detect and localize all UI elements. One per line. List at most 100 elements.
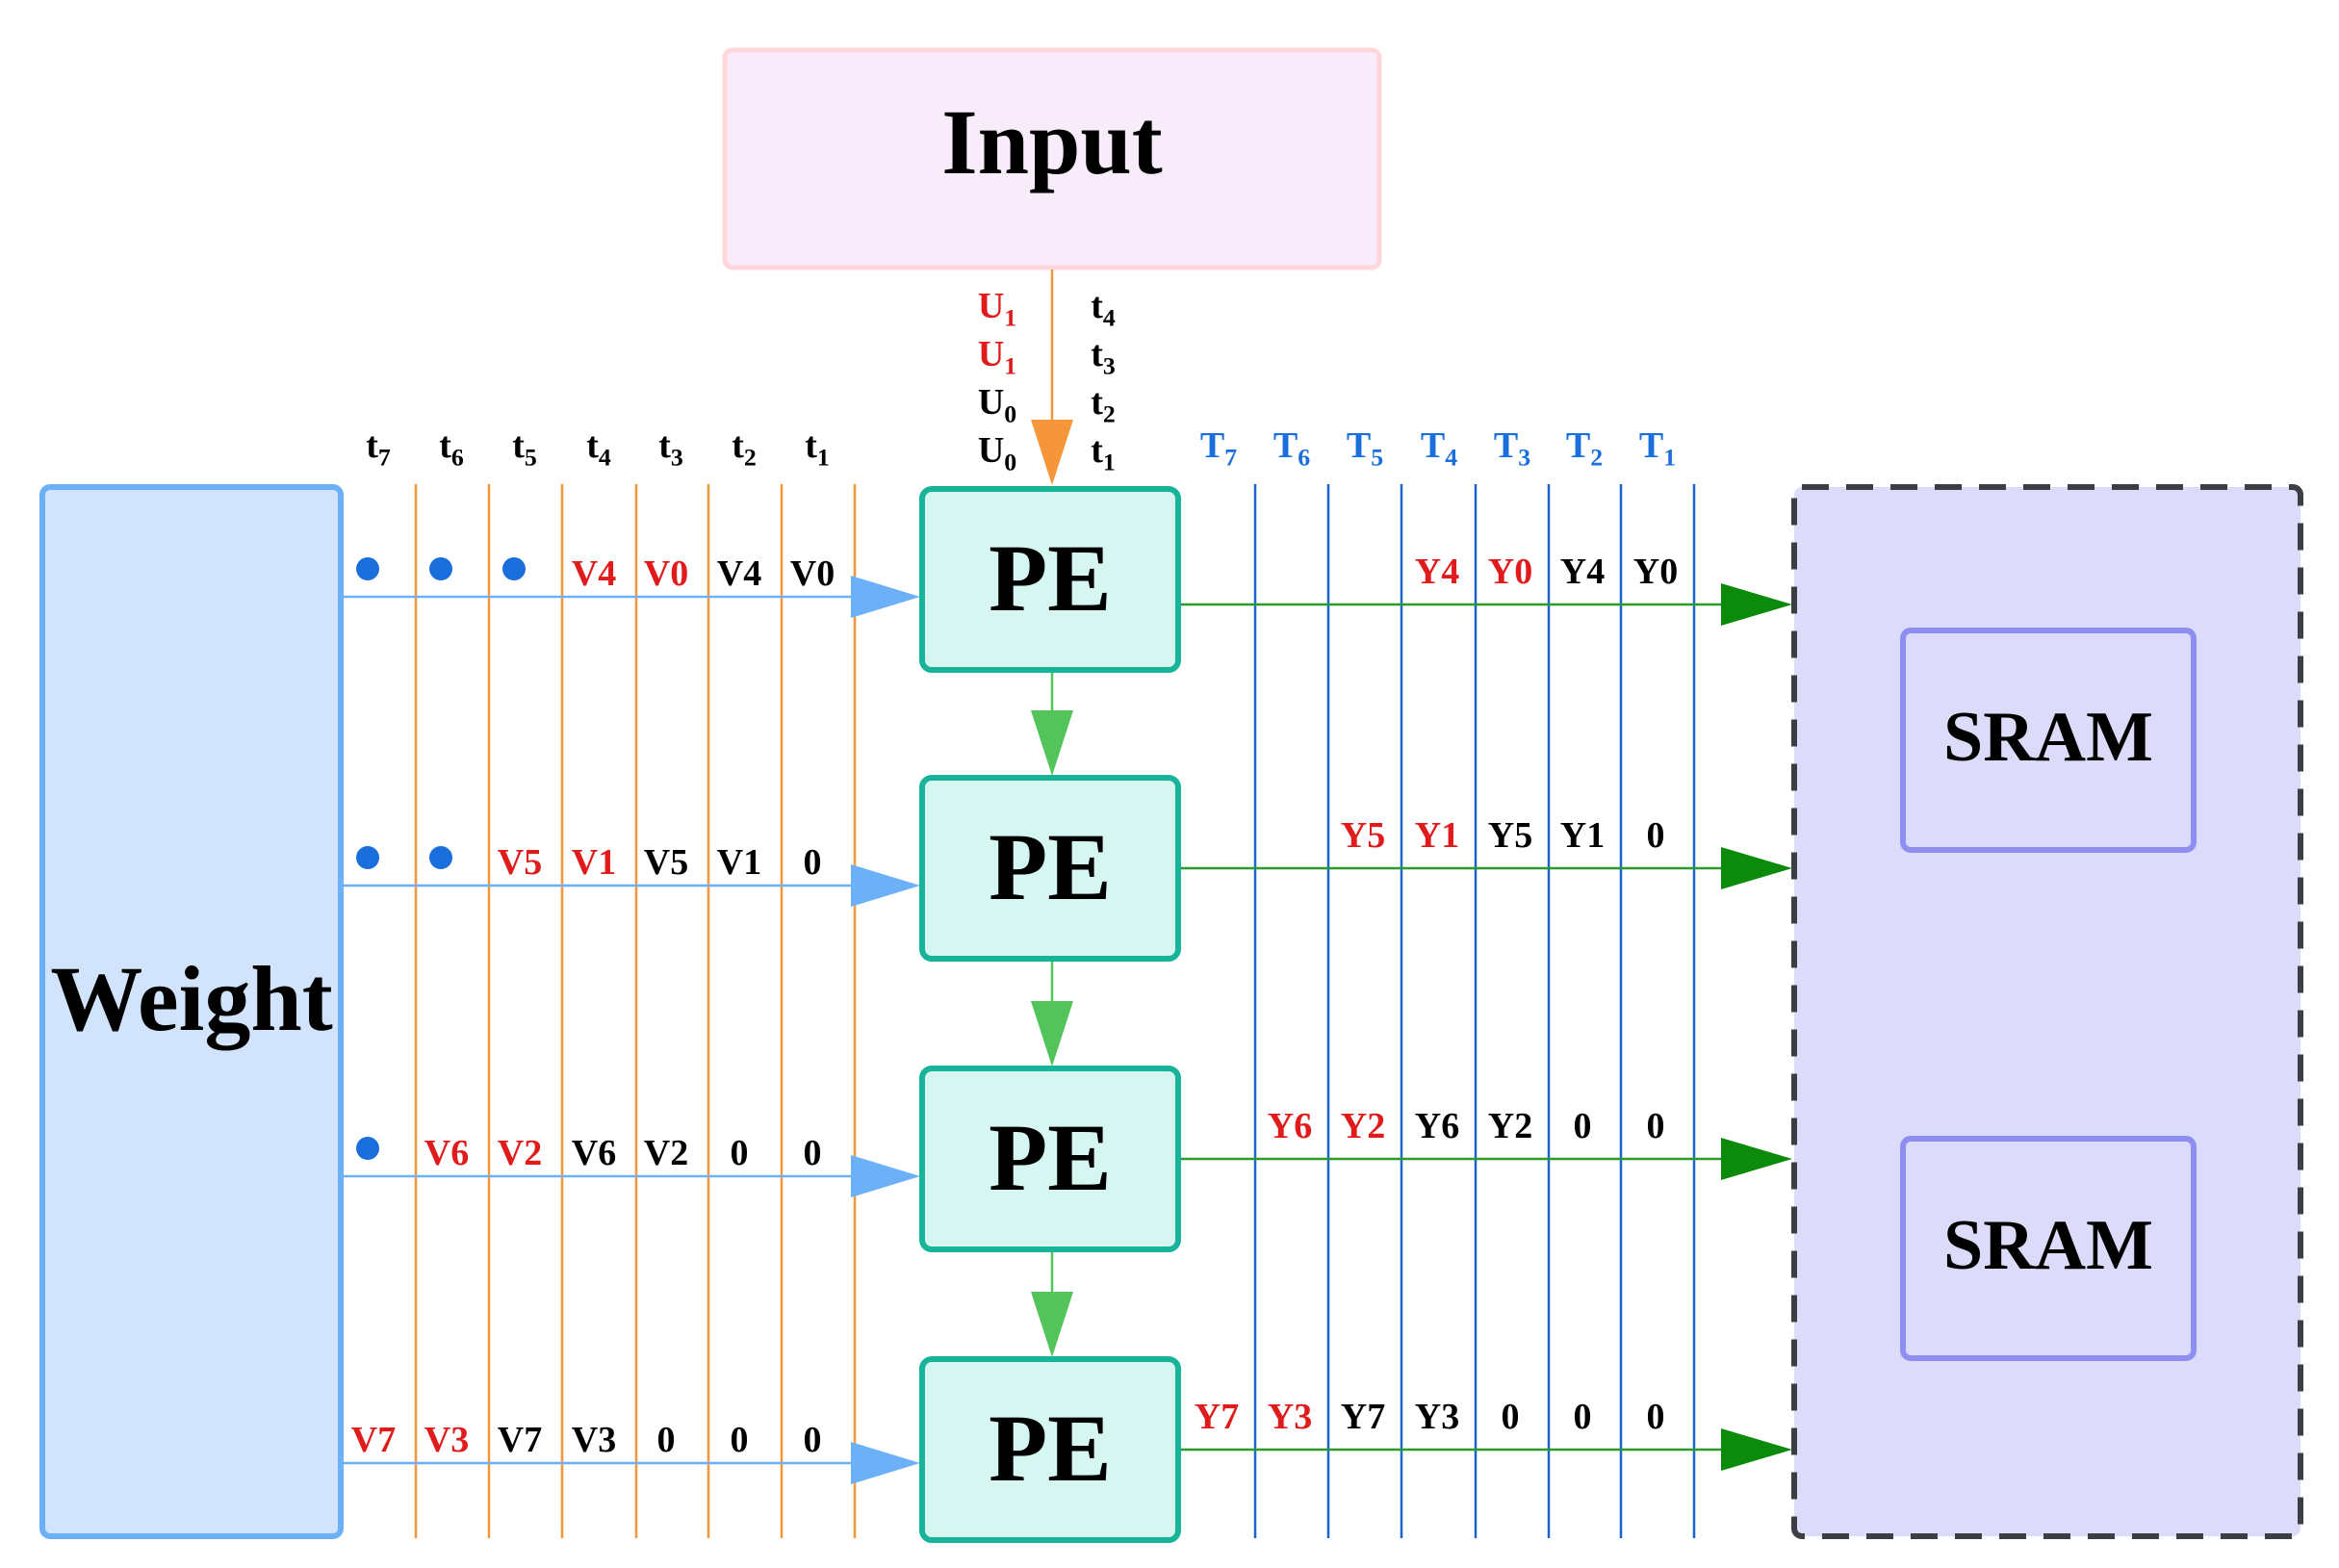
weight-value-label-main: V1	[572, 842, 616, 883]
output-time-label-sub: 3	[1518, 443, 1530, 471]
output-value-label: Y2	[1488, 1106, 1532, 1146]
output-value-label: 0	[1502, 1397, 1520, 1437]
input-value-label-sub: 1	[1004, 303, 1016, 331]
output-time-label-sub: 7	[1224, 443, 1237, 471]
pe-3: PE	[919, 1066, 1181, 1252]
weight-value-label-main: V6	[572, 1133, 616, 1173]
output-value-label-main: Y3	[1415, 1397, 1459, 1437]
output-value-label-main: 0	[1574, 1106, 1592, 1146]
output-arrowhead	[1721, 583, 1792, 626]
pe-label: PE	[989, 1395, 1112, 1502]
weight-label: Weight	[50, 947, 332, 1050]
pe-label-main: PE	[989, 525, 1112, 631]
sram-label-top: SRAM	[1943, 698, 2153, 777]
weight-value-label-main: V7	[351, 1420, 396, 1460]
output-arrowhead	[1721, 1428, 1792, 1471]
weight-value-label-main: 0	[804, 1420, 822, 1460]
input-value-label: U0	[978, 382, 1016, 427]
weight-value-label: V4	[717, 553, 761, 594]
input-time-label-main: t	[1091, 382, 1103, 423]
output-value-label: 0	[1647, 815, 1665, 856]
weight-value-label: 0	[657, 1420, 676, 1460]
input-time-label: t2	[1091, 382, 1116, 427]
input-value-label: U1	[978, 286, 1016, 331]
sram-box-bottom	[1900, 1136, 2197, 1361]
weight-feed-arrowhead	[851, 1155, 920, 1197]
weight-time-label: t5	[512, 425, 537, 471]
output-value-label-main: Y1	[1560, 815, 1605, 856]
pe-1: PE	[919, 486, 1181, 673]
weight-value-label-main: 0	[804, 1133, 822, 1173]
output-value-label: Y6	[1268, 1106, 1312, 1146]
weight-value-label-main: V1	[717, 842, 761, 883]
weight-value-label: V4	[572, 553, 616, 594]
output-value-label-main: Y7	[1341, 1397, 1385, 1437]
weight-block: Weight	[39, 484, 344, 1539]
empty-slot-dot	[356, 846, 379, 869]
output-time-label-sub: 2	[1590, 443, 1603, 471]
weight-value-label: V2	[644, 1133, 688, 1173]
weight-value-label-main: 0	[804, 842, 822, 883]
weight-value-label-main: V0	[644, 553, 688, 594]
output-time-label-main: T	[1566, 425, 1590, 466]
weight-value-label-main: V4	[717, 553, 761, 594]
weight-time-label: t3	[658, 425, 683, 471]
weight-value-label: V1	[572, 842, 616, 883]
output-time-label-sub: 4	[1445, 443, 1457, 471]
input-time-label-main: t	[1091, 334, 1103, 374]
pe-to-pe-arrowhead	[1031, 1292, 1073, 1357]
output-value-label: Y1	[1560, 815, 1605, 856]
weight-time-label-main: t	[366, 425, 378, 466]
empty-slot-dot	[356, 557, 379, 580]
input-label: Input	[941, 90, 1163, 193]
output-time-label: T5	[1347, 425, 1383, 471]
weight-time-label: t2	[732, 425, 757, 471]
weight-value-label: 0	[804, 1420, 822, 1460]
output-value-label-main: Y0	[1488, 552, 1532, 592]
output-value-label: Y6	[1415, 1106, 1459, 1146]
input-time-label-main: t	[1091, 430, 1103, 471]
input-time-label-sub: 1	[1103, 448, 1116, 476]
output-time-label-main: T	[1347, 425, 1371, 466]
weight-time-label-main: t	[658, 425, 671, 466]
output-value-label-main: Y3	[1268, 1397, 1312, 1437]
empty-slot-dot	[502, 557, 526, 580]
input-value-label: U1	[978, 334, 1016, 379]
output-value-label-main: Y4	[1560, 552, 1605, 592]
weight-time-label-main: t	[586, 425, 599, 466]
pe-label: PE	[989, 813, 1112, 920]
weight-time-label-main: t	[439, 425, 451, 466]
output-value-label: Y1	[1415, 815, 1459, 856]
weight-time-label-sub: 3	[671, 443, 683, 471]
output-value-label: 0	[1574, 1397, 1592, 1437]
weight-value-label-main: V2	[498, 1133, 542, 1173]
weight-value-label-main: V2	[644, 1133, 688, 1173]
output-time-label: T1	[1639, 425, 1676, 471]
weight-time-label-sub: 7	[378, 443, 391, 471]
weight-value-label: V2	[498, 1133, 542, 1173]
input-time-label: t4	[1091, 286, 1116, 331]
pe-label-main: PE	[989, 813, 1112, 920]
weight-value-label: V6	[424, 1133, 469, 1173]
pe-to-pe-arrowhead	[1031, 1001, 1073, 1067]
output-value-label-main: Y2	[1488, 1106, 1532, 1146]
empty-slot-dot	[356, 1137, 379, 1160]
output-value-label: Y7	[1195, 1397, 1239, 1437]
weight-feed-arrowhead	[851, 576, 920, 618]
pe-box	[919, 1356, 1181, 1543]
input-value-label-main: U	[978, 334, 1004, 374]
weight-time-label-main: t	[512, 425, 525, 466]
output-value-label: 0	[1574, 1106, 1592, 1146]
weight-value-label: V6	[572, 1133, 616, 1173]
pe-label: PE	[989, 525, 1112, 631]
output-value-label: 0	[1647, 1397, 1665, 1437]
weight-value-label: 0	[804, 1133, 822, 1173]
input-value-label-main: U	[978, 430, 1004, 471]
output-time-label-main: T	[1273, 425, 1298, 466]
output-value-label-main: 0	[1502, 1397, 1520, 1437]
output-value-label-main: Y6	[1268, 1106, 1312, 1146]
weight-value-label-main: V5	[498, 842, 542, 883]
output-value-label-main: Y6	[1415, 1106, 1459, 1146]
